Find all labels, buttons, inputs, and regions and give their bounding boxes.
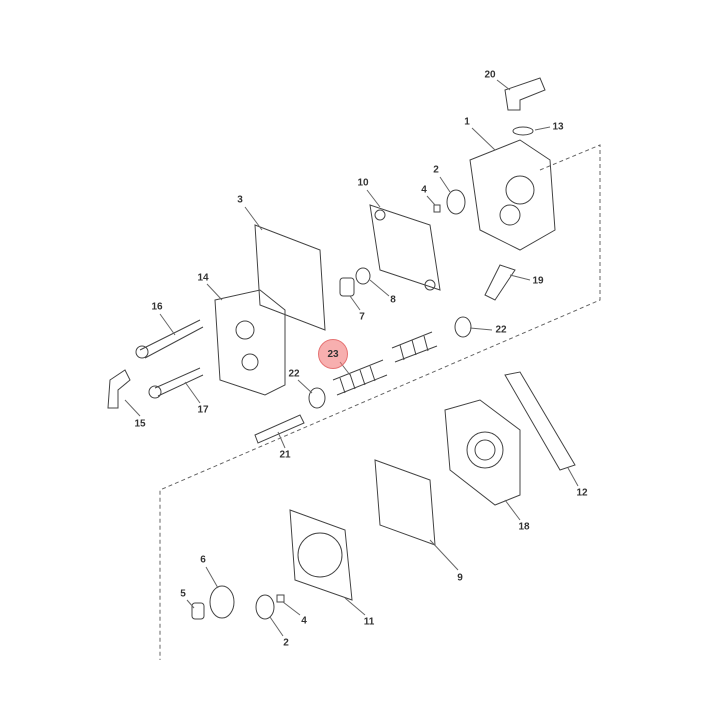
callout-7[interactable]: 7 <box>359 311 365 323</box>
spring-part-23 <box>332 359 388 396</box>
screw-part-4-lower <box>276 594 285 603</box>
callout-1[interactable]: 1 <box>464 116 470 128</box>
clip-part-22-right <box>454 316 472 338</box>
o-ring-part-13 <box>512 126 534 136</box>
callout-6[interactable]: 6 <box>200 554 206 566</box>
spring-part-7 <box>339 277 355 297</box>
callout-11[interactable]: 11 <box>363 616 375 628</box>
gasket-strip-part-12 <box>504 371 576 471</box>
callout-4[interactable]: 4 <box>421 184 427 196</box>
dashed-boundary <box>159 144 601 660</box>
washer-part-8 <box>355 267 371 285</box>
screw-part-4 <box>433 204 441 213</box>
callout-13[interactable]: 13 <box>552 121 564 133</box>
callout-22[interactable]: 22 <box>288 368 300 380</box>
housing-part-18 <box>444 399 521 506</box>
callout-23-highlighted[interactable]: 23 <box>318 339 348 369</box>
callout-14[interactable]: 14 <box>197 272 209 284</box>
elbow-part-19 <box>484 264 516 301</box>
callout-19[interactable]: 19 <box>532 275 544 287</box>
callout-20[interactable]: 20 <box>484 69 496 81</box>
clip-part-22-left <box>308 387 326 409</box>
diaphragm-part-2 <box>446 189 466 215</box>
callout-4[interactable]: 4 <box>301 615 307 627</box>
elbow-fitting-part-20 <box>504 77 546 111</box>
callout-12[interactable]: 12 <box>576 487 588 499</box>
gasket-part-3 <box>254 224 326 331</box>
leader-lines <box>124 79 579 637</box>
callout-2[interactable]: 2 <box>433 164 439 176</box>
valve-part-21 <box>254 414 305 444</box>
elbow-part-15 <box>107 369 131 409</box>
cover-plate-part-14 <box>214 289 286 396</box>
callout-label: 23 <box>327 348 339 360</box>
diaphragm-part-6 <box>209 585 235 619</box>
callout-3[interactable]: 3 <box>237 194 243 206</box>
callout-22[interactable]: 22 <box>495 324 507 336</box>
pump-body-part-1 <box>469 139 556 251</box>
callout-21[interactable]: 21 <box>279 449 291 461</box>
callout-17[interactable]: 17 <box>197 404 209 416</box>
callout-10[interactable]: 10 <box>357 177 369 189</box>
gasket-part-11 <box>289 509 353 601</box>
callout-15[interactable]: 15 <box>134 418 146 430</box>
gasket-part-9 <box>374 459 436 546</box>
diaphragm-part-2-lower <box>255 594 275 620</box>
callout-5[interactable]: 5 <box>180 588 186 600</box>
callout-16[interactable]: 16 <box>151 301 163 313</box>
spring-part-5 <box>191 602 205 620</box>
callout-2[interactable]: 2 <box>283 637 289 649</box>
callout-8[interactable]: 8 <box>390 294 396 306</box>
callout-9[interactable]: 9 <box>457 572 463 584</box>
gasket-part-10 <box>369 204 441 291</box>
bolt-part-17 <box>148 367 204 399</box>
spring-inner <box>391 331 438 363</box>
callout-18[interactable]: 18 <box>518 521 530 533</box>
bolt-part-16 <box>135 319 204 359</box>
